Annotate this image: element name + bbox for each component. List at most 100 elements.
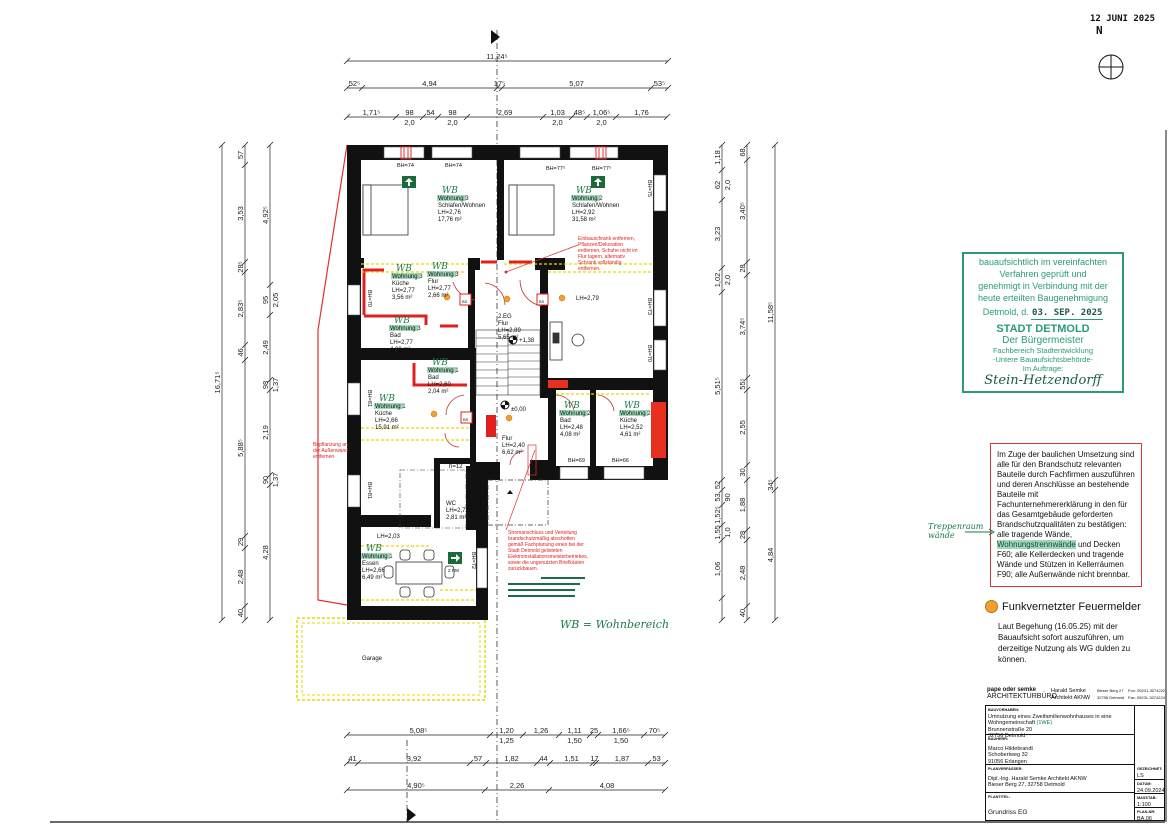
- dimension-tick: [493, 84, 501, 92]
- handnote-line: Treppenraum: [928, 522, 984, 531]
- room-area: 3,56 m²: [392, 295, 412, 301]
- passage-height-label: LH=2,03: [377, 534, 401, 540]
- garage-outline-inner: [301, 622, 481, 696]
- dimension-sublabel: 1,37: [271, 378, 280, 393]
- dimension-label: 1,11: [567, 726, 581, 735]
- dimension-tick: [594, 731, 602, 739]
- dimension-tick: [589, 759, 597, 767]
- dimension-tick: [718, 141, 726, 149]
- dimension-tick: [546, 759, 554, 767]
- dimension-tick: [241, 356, 249, 364]
- wb-mark-handwritten: WB: [624, 401, 640, 411]
- dimension-label: 1,03: [550, 108, 565, 117]
- dimension-label: 4,90⁵: [407, 781, 425, 790]
- dimension-tick: [743, 156, 751, 164]
- dimension-label: 2,48: [738, 566, 747, 581]
- dimension-label: 40: [236, 609, 245, 617]
- stamp-line: genehmigt in Verbindung mit der: [978, 281, 1108, 291]
- wb-mark-handwritten: WB: [396, 264, 412, 274]
- drawn-value: LS: [1137, 772, 1144, 779]
- dimension-tick: [718, 166, 726, 174]
- dimension-label: 5,51⁵: [713, 377, 722, 395]
- office-name: pape oder semke: [987, 687, 1037, 693]
- red-notes: Einbauschrank entfernen,Pflanzen/Dekorat…: [313, 236, 637, 572]
- dimension-tick: [718, 476, 726, 484]
- dimension-label: 30: [738, 468, 747, 476]
- strike-mark: [427, 271, 456, 277]
- dimension-tick: [241, 544, 249, 552]
- label: BAUVORHABEN:: [988, 708, 1020, 712]
- compass-icon: [1098, 54, 1124, 80]
- room-name: WC: [446, 501, 457, 507]
- room-area: 4,09 m²: [390, 347, 410, 353]
- garage-outline: [296, 617, 486, 701]
- dimension-tick: [486, 731, 494, 739]
- dimension-label: 62: [713, 181, 722, 189]
- dimension-tick: [743, 141, 751, 149]
- wb-mark-handwritten: WB: [394, 316, 410, 326]
- room-name: Flur: [498, 321, 508, 327]
- notice-text: und Decken F60; alle Kellerdecken und tr…: [997, 540, 1130, 579]
- dimension-label: 4,92⁵: [261, 206, 270, 224]
- legend-title: Funkvernetzter Feuermelder: [1002, 600, 1141, 613]
- dimension-tick: [640, 731, 648, 739]
- red-note-wardrobe: Flur lagern, alternativ: [578, 254, 625, 260]
- date-cell: DATUM:24.09.2024: [1135, 780, 1165, 794]
- dimension-label: 53: [713, 493, 722, 501]
- dimension-tick: [718, 486, 726, 494]
- dimension-label: 4,94: [422, 79, 437, 88]
- stamp-dept: Im Auftrage:: [1022, 364, 1064, 373]
- dimension-tick: [568, 113, 576, 121]
- received-stamp: 12 JUNI 2025 N: [1090, 14, 1155, 37]
- dimension-tick: [466, 759, 474, 767]
- dimension-tick: [266, 616, 274, 624]
- dimension-tick: [354, 759, 362, 767]
- dimension-tick: [241, 341, 249, 349]
- received-day: 12: [1090, 14, 1101, 24]
- dimension-label: 4,84: [766, 548, 775, 563]
- dimension-tick: [343, 759, 351, 767]
- dimension-tick: [533, 759, 541, 767]
- address: 32758 Detmold: [1097, 695, 1125, 700]
- room-name: Küche: [620, 418, 638, 424]
- dimension-tick: [644, 759, 652, 767]
- dimension-tick: [266, 386, 274, 394]
- dimension-tick: [661, 731, 669, 739]
- dimension-label: 3,92: [407, 754, 422, 763]
- notice-text: Im Zuge der baulichen Umsetzung sind all…: [997, 450, 1135, 539]
- dimension-sublabel: 1,50: [567, 736, 582, 745]
- room-name: Bad: [390, 333, 401, 339]
- room-area: 15,91 m²: [375, 425, 399, 431]
- dimension-tick: [241, 616, 249, 624]
- strike-mark: [559, 410, 588, 416]
- section-marker-bottom: [407, 808, 416, 822]
- red-note-power: Elektroinstallationsmeisterbetriebes,: [508, 554, 588, 560]
- dimension-label: 1,06: [713, 562, 722, 577]
- date-value: 24.09.2024: [1137, 787, 1165, 794]
- dimension-tick: [771, 141, 779, 149]
- dimension-label: 57: [236, 151, 245, 159]
- dimension-label: 90: [261, 476, 270, 484]
- sill-height-label: BH=75: [646, 180, 652, 197]
- dimension-label: 53: [652, 754, 660, 763]
- level-label: +1,38: [519, 338, 535, 344]
- dimension-tick: [771, 476, 779, 484]
- strike-mark: [571, 195, 600, 201]
- dimension-sublabel: 1,50: [614, 736, 629, 745]
- dimension-label: 5,07: [569, 79, 584, 88]
- room-name: Flur: [428, 279, 438, 285]
- designer-line: Dipl.-Ing. Harald Semke Architekt AKNW: [988, 775, 1087, 782]
- dimension-label: 98: [405, 108, 413, 117]
- wb-mark-handwritten: WB: [366, 544, 382, 554]
- dimension-label: 11,24⁵: [486, 52, 507, 61]
- stamp-place: Detmold, d.: [982, 307, 1029, 317]
- desk-icon: [549, 321, 585, 361]
- room-name: Küche: [392, 281, 410, 287]
- dimension-tick: [661, 759, 669, 767]
- dimension-label: 1,52⁵: [713, 506, 722, 524]
- dimension-label: 1,87: [615, 754, 630, 763]
- dimension-tick: [241, 258, 249, 266]
- dimension-label: 2,83⁵: [236, 300, 245, 318]
